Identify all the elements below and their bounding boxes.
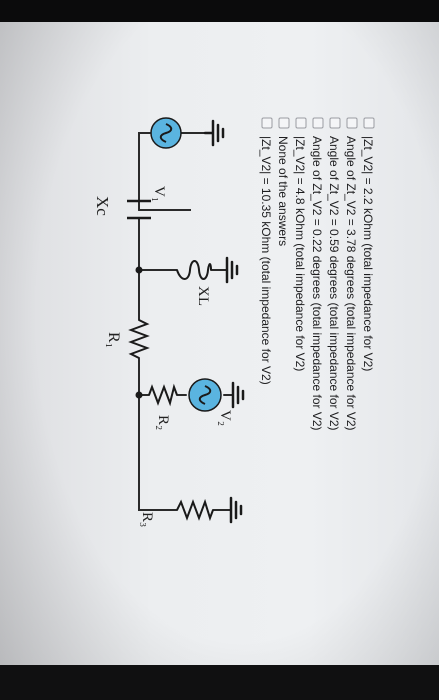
voltage-source-v1 bbox=[150, 117, 182, 149]
node-dot bbox=[135, 266, 143, 274]
option-row[interactable]: |Zt_V2| = 4.8 kOhm (total impedance for … bbox=[293, 117, 307, 371]
wire-corner-capacitor bbox=[138, 159, 191, 211]
circuit-diagram bbox=[138, 132, 234, 511]
bottom-dark-edge bbox=[0, 665, 439, 700]
top-dark-edge bbox=[0, 0, 439, 22]
option-text: |Zt_V2| = 4.8 kOhm (total impedance for … bbox=[293, 136, 307, 371]
v1-label: V₁ bbox=[151, 186, 167, 202]
option-row[interactable]: None of the answers bbox=[276, 117, 290, 246]
option-row[interactable]: |Zt_V2| = 2.2 kOhm (total impedance for … bbox=[361, 117, 375, 371]
answer-options: |Zt_V2| = 10.35 kOhm (total impedance fo… bbox=[259, 117, 375, 431]
option-checkbox[interactable] bbox=[329, 117, 341, 129]
node-dot bbox=[135, 391, 143, 399]
option-text: Angle of Zt_V2 = 0.22 degrees (total imp… bbox=[310, 136, 324, 431]
option-text: Angle of Zt_V2 = 3.78 degrees (total imp… bbox=[344, 136, 358, 431]
ground-symbols bbox=[203, 119, 245, 524]
r3-label: R₃ bbox=[139, 512, 155, 527]
option-text: |Zt_V2| = 10.35 kOhm (total impedance fo… bbox=[259, 136, 273, 385]
option-text: |Zt_V2| = 2.2 kOhm (total impedance for … bbox=[361, 136, 375, 371]
option-checkbox[interactable] bbox=[346, 117, 358, 129]
resistor-r3 bbox=[176, 498, 214, 522]
option-checkbox[interactable] bbox=[261, 117, 273, 129]
inductor-xl bbox=[176, 260, 212, 280]
ground-icon bbox=[229, 496, 243, 524]
ground-icon bbox=[203, 119, 225, 147]
option-text: None of the answers bbox=[276, 136, 290, 246]
option-row[interactable]: |Zt_V2| = 10.35 kOhm (total impedance fo… bbox=[259, 117, 273, 385]
ground-icon bbox=[225, 256, 239, 284]
r2-label: R₂ bbox=[155, 415, 171, 430]
resistor-r1 bbox=[128, 319, 150, 359]
option-checkbox[interactable] bbox=[278, 117, 290, 129]
xl-label: XL bbox=[195, 286, 211, 306]
voltage-source-v2 bbox=[188, 378, 222, 412]
resistor-r2 bbox=[148, 383, 178, 407]
option-row[interactable]: Angle of Zt_V2 = 3.78 degrees (total imp… bbox=[344, 117, 358, 431]
option-row[interactable]: Angle of Zt_V2 = 0.59 degrees (total imp… bbox=[327, 117, 341, 431]
r1-label: R₁ bbox=[105, 332, 122, 348]
capacitor-xc bbox=[127, 199, 151, 220]
xc-label: Xc bbox=[93, 196, 112, 216]
option-checkbox[interactable] bbox=[363, 117, 375, 129]
ground-icon bbox=[231, 381, 245, 409]
wire-rail-right bbox=[138, 394, 178, 511]
option-text: Angle of Zt_V2 = 0.59 degrees (total imp… bbox=[327, 136, 341, 431]
option-checkbox[interactable] bbox=[312, 117, 324, 129]
v2-label: V₂ bbox=[217, 410, 233, 426]
option-row[interactable]: Angle of Zt_V2 = 0.22 degrees (total imp… bbox=[310, 117, 324, 431]
option-checkbox[interactable] bbox=[295, 117, 307, 129]
